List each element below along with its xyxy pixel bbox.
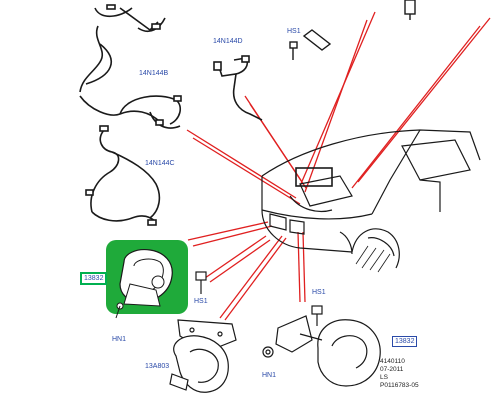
diagram-meta-block: 4140110 07-2011 LS P0116783-05 xyxy=(380,358,419,391)
horn-right xyxy=(275,315,381,387)
meta-date: 07-2011 xyxy=(380,366,404,374)
wheel-hatch xyxy=(355,245,391,273)
label-harness-14N144D[interactable]: 14N144D xyxy=(213,38,243,45)
label-harness-14N144C[interactable]: 14N144C xyxy=(145,160,175,167)
bracket-13A803 xyxy=(177,319,237,353)
label-bracket-13A803[interactable]: 13A803 xyxy=(145,363,170,370)
meta-initials: LS xyxy=(380,374,388,382)
label-fastener-hs1-left[interactable]: HS1 xyxy=(194,298,208,305)
nut-hn1-bottom xyxy=(262,346,274,358)
top-bracket-parts xyxy=(289,0,416,60)
meta-code: 4140110 xyxy=(380,358,405,365)
label-nut-hn1-bottom[interactable]: HN1 xyxy=(262,372,277,379)
label-harness-14N144B[interactable]: 14N144B xyxy=(139,70,169,77)
horn-lower-left xyxy=(169,335,229,393)
red-leader-lines xyxy=(186,11,491,321)
screw-hs1-right xyxy=(311,305,323,326)
vehicle-front xyxy=(261,129,481,269)
harness-14N144D xyxy=(213,55,263,121)
selected-horn-panel xyxy=(106,240,188,319)
label-horn-13832-selected[interactable]: 13832 xyxy=(80,272,108,285)
label-horn-13832-right[interactable]: 13832 xyxy=(392,336,418,347)
label-nut-hn1-left[interactable]: HN1 xyxy=(112,336,127,343)
screw-hs1-left xyxy=(195,271,207,294)
harness-14N144B xyxy=(79,95,182,129)
wiring-harness-top xyxy=(79,4,166,93)
meta-reference: P0116783-05 xyxy=(380,382,419,390)
label-fastener-hs1-top[interactable]: HS1 xyxy=(287,28,301,35)
harness-14N144C xyxy=(85,125,161,226)
label-fastener-hs1-right[interactable]: HS1 xyxy=(312,289,326,296)
